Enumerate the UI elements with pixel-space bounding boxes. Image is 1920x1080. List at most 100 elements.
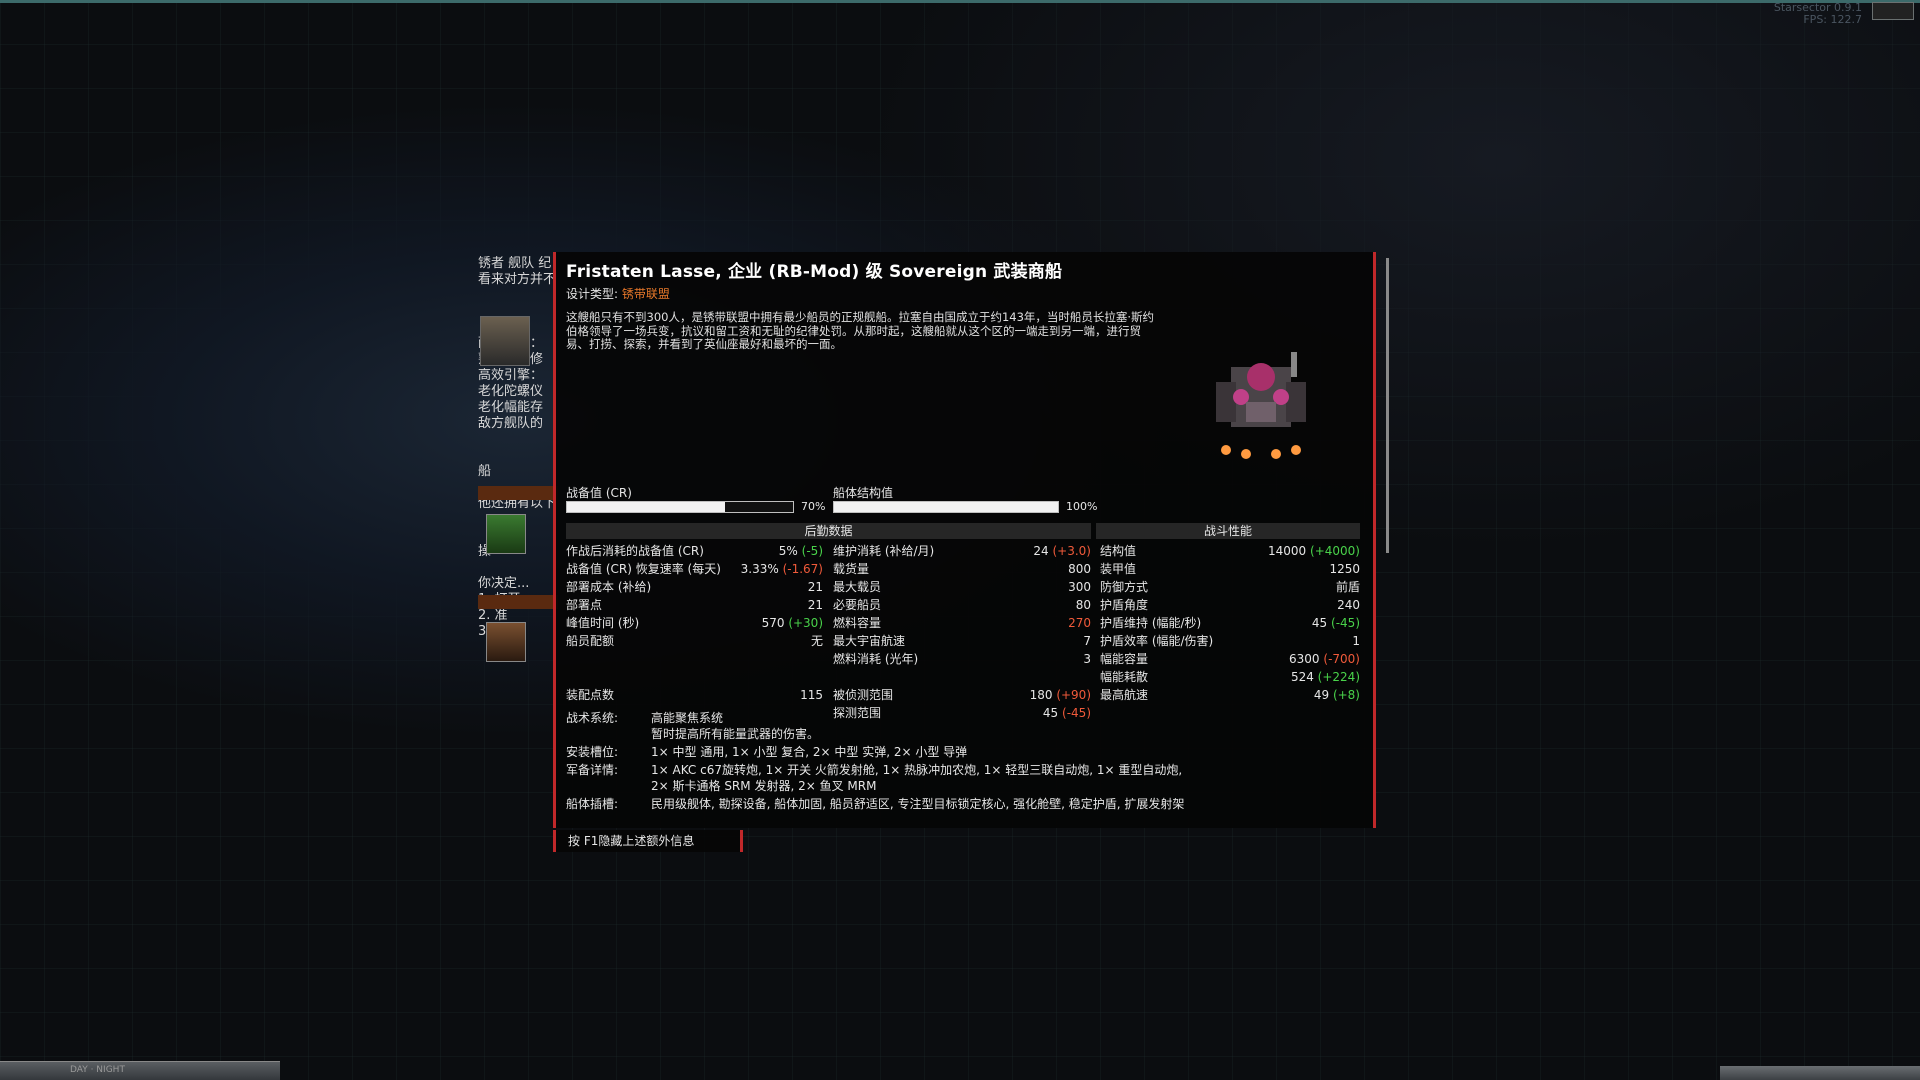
stat-row: 幅能容量 6300 (-700) xyxy=(1100,650,1360,668)
stat-label: 载货量 xyxy=(833,562,870,576)
stat-value: 1 xyxy=(1352,634,1360,648)
cr-label: 战备值 (CR) xyxy=(566,486,632,500)
stat-delta: (+3.0) xyxy=(1052,544,1091,558)
ship-title: Fristaten Lasse, 企业 (RB-Mod) 级 Sovereign… xyxy=(566,262,1063,282)
stat-row: 被侦测范围 180 (+90) xyxy=(833,686,1091,704)
hull-percent: 100% xyxy=(1066,500,1098,513)
dialog-section-bar xyxy=(478,486,558,500)
skill-icon-2 xyxy=(486,622,526,662)
dialog-line: 老化幅能存 xyxy=(478,400,544,415)
stat-row: 维护消耗 (补给/月)24 (+3.0) xyxy=(833,542,1091,560)
ship-description: 这艘船只有不到300人，是锈带联盟中拥有最少船员的正规舰船。拉塞自由国成立于约1… xyxy=(566,310,1155,351)
stat-label: 探测范围 xyxy=(833,706,882,720)
stat-row: 必要船员 80 xyxy=(833,596,1091,614)
stat-value: 6300 (-700) xyxy=(1289,652,1360,666)
stat-row: 船员配额无 xyxy=(566,632,823,650)
cr-percent: 70% xyxy=(801,500,826,513)
stat-delta: (+4000) xyxy=(1310,544,1360,558)
stat-delta: (+30) xyxy=(788,616,823,630)
logistics-header: 后勤数据 xyxy=(566,523,1091,539)
day-night-bar[interactable]: DAY · NIGHT xyxy=(0,1061,280,1080)
ship-tooltip: Fristaten Lasse, 企业 (RB-Mod) 级 Sovereign… xyxy=(553,252,1376,828)
stat-value: 49 (+8) xyxy=(1313,688,1360,702)
design-type: 设计类型: 锈带联盟 xyxy=(566,287,670,301)
stat-label: 护盾效率 (幅能/伤害) xyxy=(1100,634,1214,648)
dialog-section-bar-2 xyxy=(478,595,558,609)
minimize-button[interactable] xyxy=(1872,2,1914,20)
stat-value: 180 (+90) xyxy=(1029,688,1091,702)
stat-row: 护盾角度 240 xyxy=(1100,596,1360,614)
stat-label: 幅能容量 xyxy=(1100,652,1149,666)
stat-label: 战备值 (CR) 恢复速率 (每天) xyxy=(566,562,721,576)
stat-row: 战备值 (CR) 恢复速率 (每天) 3.33% (-1.67) xyxy=(566,560,823,578)
stat-value: 1250 xyxy=(1329,562,1360,576)
stat-value: 21 xyxy=(807,598,823,612)
stat-value: 5% (-5) xyxy=(778,544,823,558)
hull-bar-fill xyxy=(834,502,1058,512)
stat-row: 部署成本 (补给) 21 xyxy=(566,578,823,596)
stat-delta: (-45) xyxy=(1062,706,1091,720)
stat-label: 必要船员 xyxy=(833,598,882,612)
dialog-line: 你决定... xyxy=(478,576,530,591)
sensor-column: 被侦测范围 180 (+90) 探测范围 45 (-45) xyxy=(833,686,1091,722)
f1-hint: 按 F1隐藏上述额外信息 xyxy=(553,830,743,852)
stat-label: 被侦测范围 xyxy=(833,688,894,702)
stat-label: 最大宇宙航速 xyxy=(833,634,906,648)
stat-value: 21 xyxy=(807,580,823,594)
dialog-line: 高效引擎： xyxy=(478,368,544,383)
stat-label: 护盾角度 xyxy=(1100,598,1149,612)
stat-label: 幅能耗散 xyxy=(1100,670,1149,684)
top-border xyxy=(0,0,1920,3)
stat-value: 240 xyxy=(1337,598,1360,612)
stat-label: 最高航速 xyxy=(1100,688,1149,702)
stat-value: 7 xyxy=(1083,634,1091,648)
stat-value: 45 (-45) xyxy=(1042,706,1091,720)
fps-readout: Starsector 0.9.1 FPS: 122.7 xyxy=(1773,1,1862,26)
cr-bar-fill xyxy=(567,502,726,512)
stat-delta: (-5) xyxy=(801,544,823,558)
stat-label: 防御方式 xyxy=(1100,580,1149,594)
dialog-line: 锈者 舰队 纪 xyxy=(478,256,552,271)
captain-portrait xyxy=(480,316,530,366)
hull-label: 船体结构值 xyxy=(833,486,894,500)
cr-bar xyxy=(566,501,794,513)
skill-icon xyxy=(486,514,526,554)
stat-label: 维护消耗 (补给/月) xyxy=(833,544,935,558)
stat-label: 作战后消耗的战备值 (CR) xyxy=(566,544,704,558)
stat-row: 护盾维持 (幅能/秒) 45 (-45) xyxy=(1100,614,1360,632)
stat-value: 570 (+30) xyxy=(761,616,823,630)
stat-row: 作战后消耗的战备值 (CR) 5% (-5) xyxy=(566,542,823,560)
stat-label: 护盾维持 (幅能/秒) xyxy=(1100,616,1202,630)
stat-row: 防御方式前盾 xyxy=(1100,578,1360,596)
stat-label: 燃料消耗 (光年) xyxy=(833,652,919,666)
dialog-line: 船 xyxy=(478,464,492,479)
dialog-line: 敌方舰队的 xyxy=(478,416,544,431)
stat-row: 最高航速 49 (+8) xyxy=(1100,686,1360,704)
stat-label: 燃料容量 xyxy=(833,616,882,630)
dialog-line: 老化陀螺仪 xyxy=(478,384,544,399)
bottom-right-panel xyxy=(1720,1066,1920,1080)
stat-value: 800 xyxy=(1068,562,1091,576)
stat-row: 探测范围 45 (-45) xyxy=(833,704,1091,722)
stat-value: 270 xyxy=(1068,616,1091,630)
stat-row: 载货量 800 xyxy=(833,560,1091,578)
tooltip-scrollbar[interactable] xyxy=(1386,258,1389,553)
dialog-line: 看来对方并不 xyxy=(478,272,557,287)
stat-value: 45 (-45) xyxy=(1311,616,1360,630)
ship-sprite-icon xyxy=(1216,352,1306,459)
stat-label: 部署成本 (补给) xyxy=(566,580,652,594)
dialog-line[interactable]: 2. 准 xyxy=(478,608,508,623)
stat-value: 300 xyxy=(1068,580,1091,594)
combat-header: 战斗性能 xyxy=(1096,523,1360,539)
stat-row: 护盾效率 (幅能/伤害) 1 xyxy=(1100,632,1360,650)
stat-value: 80 xyxy=(1075,598,1091,612)
stat-value: 14000 (+4000) xyxy=(1268,544,1360,558)
stat-value: 3.33% (-1.67) xyxy=(740,562,823,576)
